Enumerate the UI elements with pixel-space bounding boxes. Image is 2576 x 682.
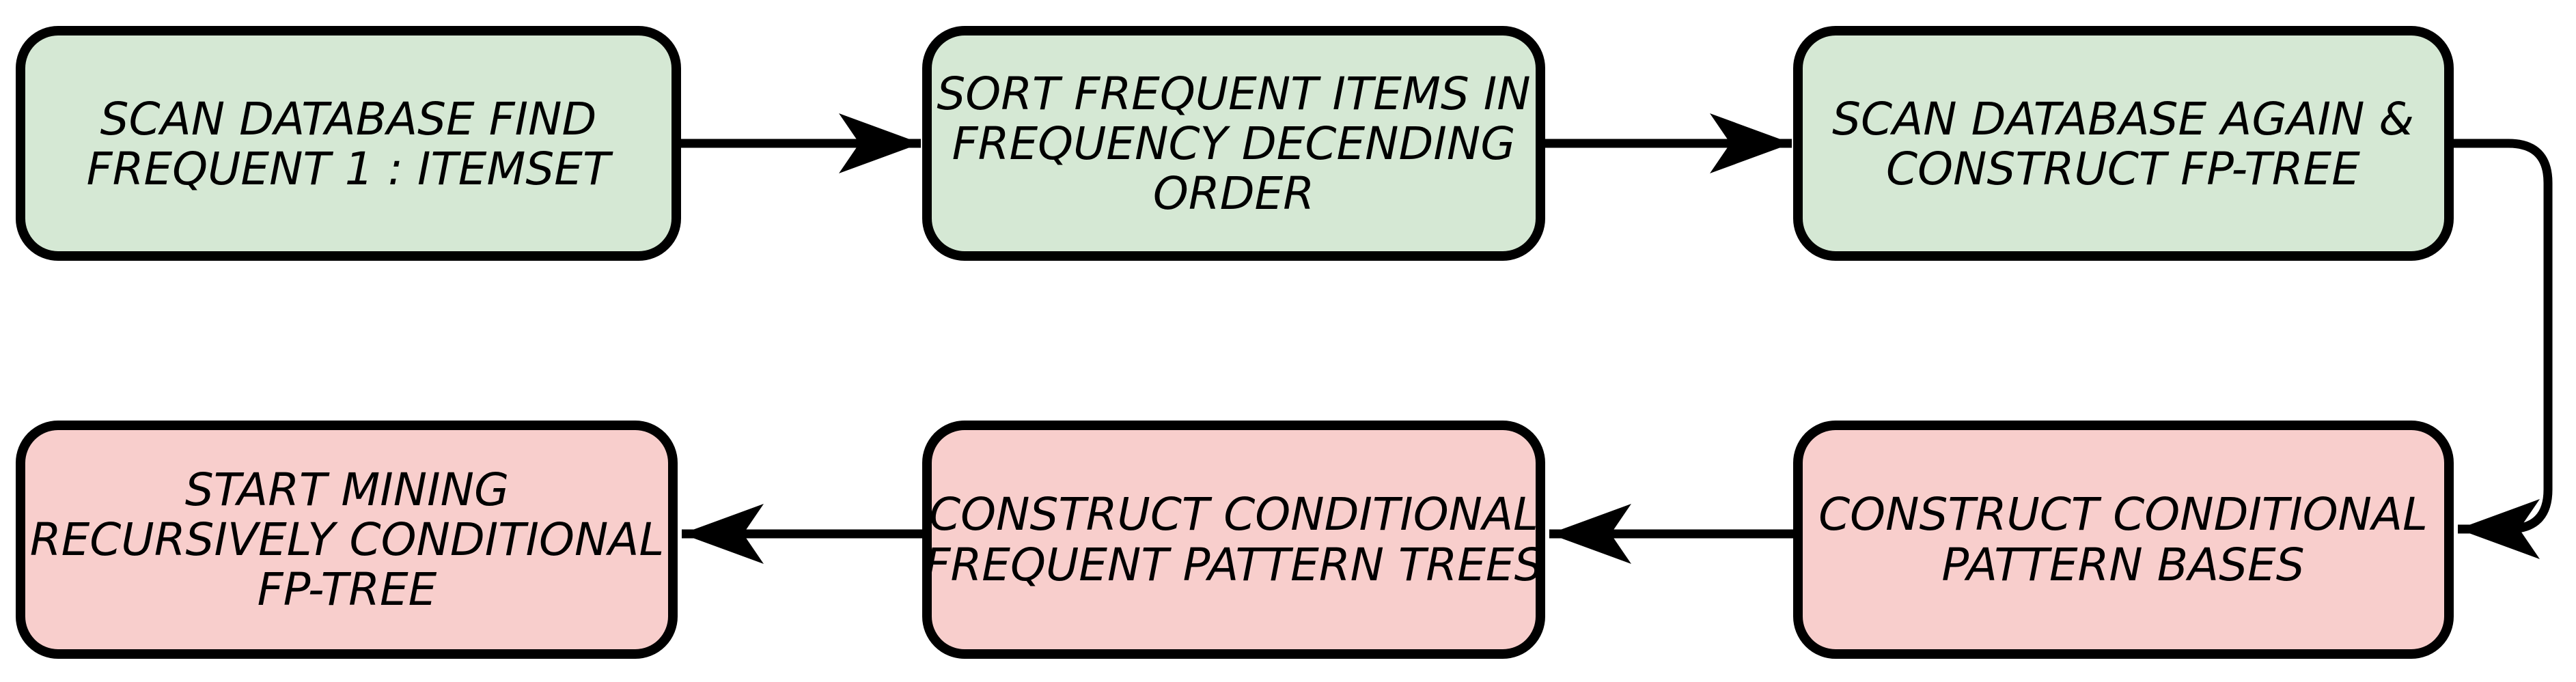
node-scan-database-again-construct-fp-tree: SCAN DATABASE AGAIN & CONSTRUCT FP-TREE (1793, 26, 2454, 261)
node-box (1793, 26, 2454, 261)
node-label-line: FREQUENT PATTERN TREES (924, 539, 1542, 591)
node-label-line: CONSTRUCT FP-TREE (1886, 143, 2360, 195)
node-label-line: SORT FREQUENT ITEMS IN (937, 68, 1530, 120)
node-label-line: SCAN DATABASE AGAIN & (1832, 93, 2414, 145)
node-sort-frequent-items: SORT FREQUENT ITEMS IN FREQUENCY DECENDI… (922, 26, 1545, 261)
node-box (16, 421, 678, 659)
node-scan-database-find-frequent-1-itemset: SCAN DATABASE FIND FREQUENT 1 : ITEMSET (16, 26, 681, 261)
node-label-line: CONSTRUCT CONDITIONAL (929, 488, 1538, 541)
node-label-line: FP-TREE (258, 563, 437, 616)
node-construct-conditional-pattern-bases: CONSTRUCT CONDITIONAL PATTERN BASES (1793, 421, 2454, 659)
node-label-line: FREQUENT 1 : ITEMSET (87, 143, 613, 195)
node-label-line: CONSTRUCT CONDITIONAL (1818, 488, 2428, 541)
node-start-mining-recursively-conditional-fp-tree: START MINING RECURSIVELY CONDITIONAL FP-… (16, 421, 678, 659)
node-box (16, 26, 681, 261)
node-label-line: FREQUENCY DECENDING (952, 117, 1516, 170)
arrow-scan-again-to-pattern-bases (2449, 139, 2553, 559)
node-box (922, 421, 1545, 659)
node-label-line: SCAN DATABASE FIND (100, 93, 597, 145)
node-box (1793, 421, 2454, 659)
node-construct-conditional-frequent-pattern-trees: CONSTRUCT CONDITIONAL FREQUENT PATTERN T… (922, 421, 1545, 659)
node-label-line: ORDER (1153, 167, 1314, 220)
node-label-line: START MINING (185, 464, 509, 516)
node-label-line: PATTERN BASES (1941, 539, 2304, 591)
node-label-line: RECURSIVELY CONDITIONAL (30, 513, 664, 566)
node-box (922, 26, 1545, 261)
